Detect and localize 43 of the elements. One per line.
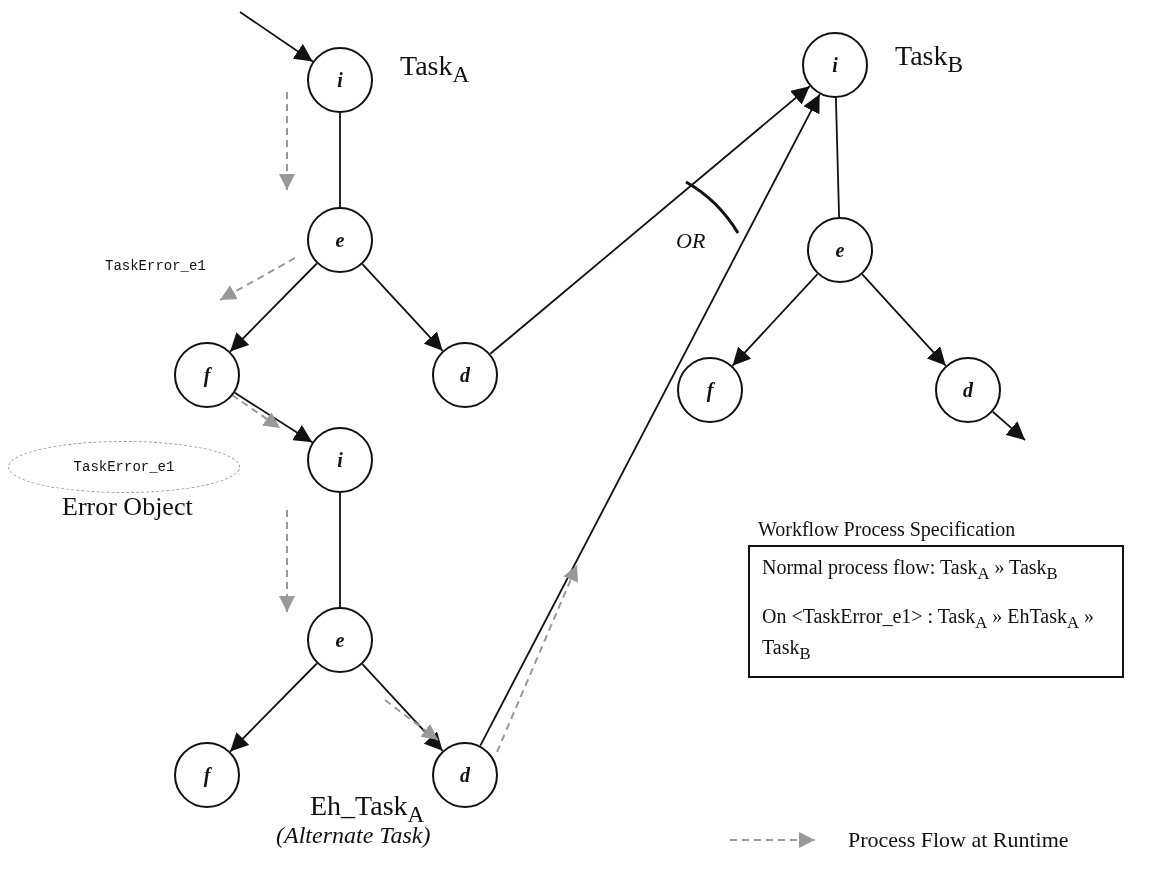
node-caption: Error Object <box>62 492 193 522</box>
state-letter: f <box>706 378 714 402</box>
state-letter: f <box>203 363 211 387</box>
arrow <box>991 410 1026 441</box>
node-caption: Task$_{A}$ <box>400 50 470 88</box>
state-letter: e <box>335 228 345 252</box>
arrow <box>479 93 821 747</box>
state-circle <box>432 342 498 408</box>
state-letter: f <box>203 763 211 787</box>
state-circle <box>307 207 373 273</box>
arrow <box>731 273 819 367</box>
connector-line <box>339 492 341 608</box>
arrow <box>229 262 318 353</box>
state-circle <box>432 742 498 808</box>
legend-text: Process Flow at Runtime <box>848 827 1069 853</box>
state-circle <box>935 357 1001 423</box>
state-letter: d <box>460 763 470 787</box>
arrow <box>489 85 811 355</box>
node-caption: Task$_{B}$ <box>895 40 964 78</box>
arrow <box>361 663 444 752</box>
state-letter: d <box>963 378 973 402</box>
box-heading: Workflow Process Specification <box>758 518 1017 541</box>
or-label: OR <box>676 228 706 254</box>
state-circle <box>807 217 873 283</box>
arrow <box>361 263 444 352</box>
connector-line <box>339 112 341 208</box>
error-name: TaskError_e1 <box>73 459 175 475</box>
arrow <box>239 11 314 63</box>
arrow <box>861 273 947 367</box>
state-letter: e <box>835 238 845 262</box>
connector-line <box>835 97 840 218</box>
arrow <box>233 391 314 444</box>
state-letter: d <box>460 363 470 387</box>
state-letter: e <box>335 628 345 652</box>
flow-text: Normal process flow: Task$_{A}$ » Task$_{B}$ <box>762 555 1059 585</box>
arrow <box>229 662 318 753</box>
state-letter: i <box>337 448 343 472</box>
error-label: TaskError_e1 <box>105 258 206 274</box>
flow-text: On <TaskError_e1> : Task$_{A}$ » EhTask$_{A}$ » Task$_{B}$ <box>762 604 1095 665</box>
state-letter: i <box>337 68 343 92</box>
state-circle <box>307 607 373 673</box>
state-circle <box>677 357 743 423</box>
state-letter: i <box>832 53 838 77</box>
